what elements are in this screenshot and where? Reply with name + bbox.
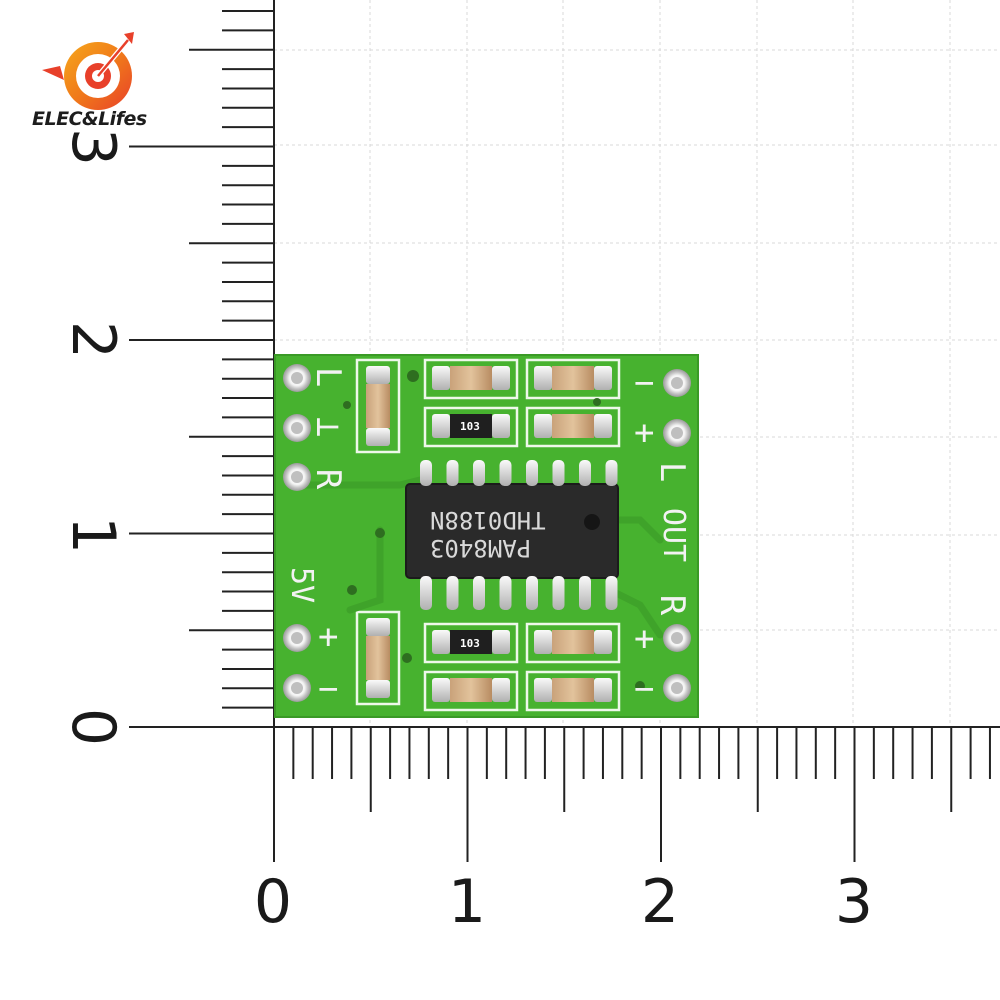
smd-terminal bbox=[594, 630, 612, 654]
chip-marking-line1: THD0188N bbox=[430, 506, 546, 534]
silk-left-L: L bbox=[308, 366, 349, 388]
capacitor-c2 bbox=[366, 618, 390, 698]
ic-pins bbox=[420, 460, 618, 610]
silk-right-L: L bbox=[652, 461, 693, 483]
ic-pin-bottom bbox=[526, 576, 538, 610]
smd-capacitor-body bbox=[552, 678, 594, 702]
smd-terminal bbox=[534, 678, 552, 702]
ic-pin-top bbox=[526, 460, 538, 486]
smd-capacitor-body bbox=[552, 630, 594, 654]
silk-right-R: R bbox=[652, 594, 693, 616]
smd-terminal bbox=[492, 414, 510, 438]
resistor-top-label: 103 bbox=[460, 420, 480, 433]
chip-marking-line2: PAM8403 bbox=[430, 534, 532, 562]
header-pads-right bbox=[663, 369, 691, 702]
ruler-ticks bbox=[129, 10, 991, 862]
ic-pin-top bbox=[552, 460, 565, 486]
silk-minus-left: − bbox=[318, 669, 339, 709]
smd-terminal bbox=[594, 414, 612, 438]
smd-terminal bbox=[594, 678, 612, 702]
capacitor-c1 bbox=[366, 366, 390, 446]
ic-pin-bottom bbox=[552, 576, 565, 610]
ic-pin-bottom bbox=[499, 576, 512, 610]
silk-minus-right-bottom: − bbox=[634, 669, 655, 709]
smd-terminal bbox=[492, 630, 510, 654]
x-label-3: 3 bbox=[834, 867, 874, 937]
x-label-0: 0 bbox=[253, 867, 293, 937]
header-pads-left bbox=[283, 364, 311, 702]
smd-resistor-body bbox=[450, 630, 492, 654]
ic-pam8403 bbox=[405, 483, 619, 579]
smd-capacitor-body bbox=[450, 366, 492, 390]
smd-terminal bbox=[534, 414, 552, 438]
ic-pin-top bbox=[605, 460, 618, 486]
silkscreen-lines bbox=[355, 358, 621, 712]
ic-pin-bottom bbox=[473, 576, 485, 610]
smd-terminal bbox=[534, 630, 552, 654]
ic-pin-bottom bbox=[579, 576, 591, 610]
silk-minus-right-top: − bbox=[634, 363, 655, 403]
x-label-1: 1 bbox=[447, 867, 487, 937]
smd-terminal bbox=[432, 630, 450, 654]
ic-pin-top bbox=[420, 460, 432, 486]
ic-pin-top bbox=[579, 460, 591, 486]
smd-terminal bbox=[432, 678, 450, 702]
x-label-2: 2 bbox=[640, 867, 680, 937]
silk-right-out: OUT bbox=[656, 507, 692, 563]
silk-plus-left: + bbox=[318, 617, 339, 657]
brand-logo bbox=[20, 18, 160, 148]
smd-capacitor-body bbox=[552, 414, 594, 438]
ic-pin-bottom bbox=[420, 576, 432, 610]
silk-left-R: R bbox=[308, 468, 349, 490]
smd-terminal bbox=[432, 366, 450, 390]
silk-plus-right-bottom: + bbox=[634, 619, 655, 659]
copper-traces bbox=[294, 476, 664, 639]
smd-capacitor-body bbox=[552, 366, 594, 390]
ic-pin-top bbox=[499, 460, 512, 486]
ic-pin-bottom bbox=[446, 576, 459, 610]
silk-5v: 5V bbox=[284, 566, 320, 604]
vias bbox=[343, 370, 645, 691]
smd-components bbox=[432, 366, 612, 702]
silk-left-ground: ⊥ bbox=[308, 416, 349, 438]
smd-terminal bbox=[492, 678, 510, 702]
silk-plus-right-top: + bbox=[634, 413, 655, 453]
smd-terminal bbox=[534, 366, 552, 390]
smd-terminal bbox=[492, 366, 510, 390]
ic-pin-top bbox=[473, 460, 485, 486]
smd-terminal bbox=[594, 366, 612, 390]
logo-text: ELEC&Lifes bbox=[32, 108, 147, 130]
smd-terminal bbox=[432, 414, 450, 438]
ic-pin-bottom bbox=[605, 576, 618, 610]
smd-capacitor-body bbox=[450, 678, 492, 702]
smd-resistor-body bbox=[450, 414, 492, 438]
target-arrow-icon bbox=[42, 32, 134, 110]
ic-pin-top bbox=[446, 460, 459, 486]
resistor-bottom-label: 103 bbox=[460, 637, 480, 650]
